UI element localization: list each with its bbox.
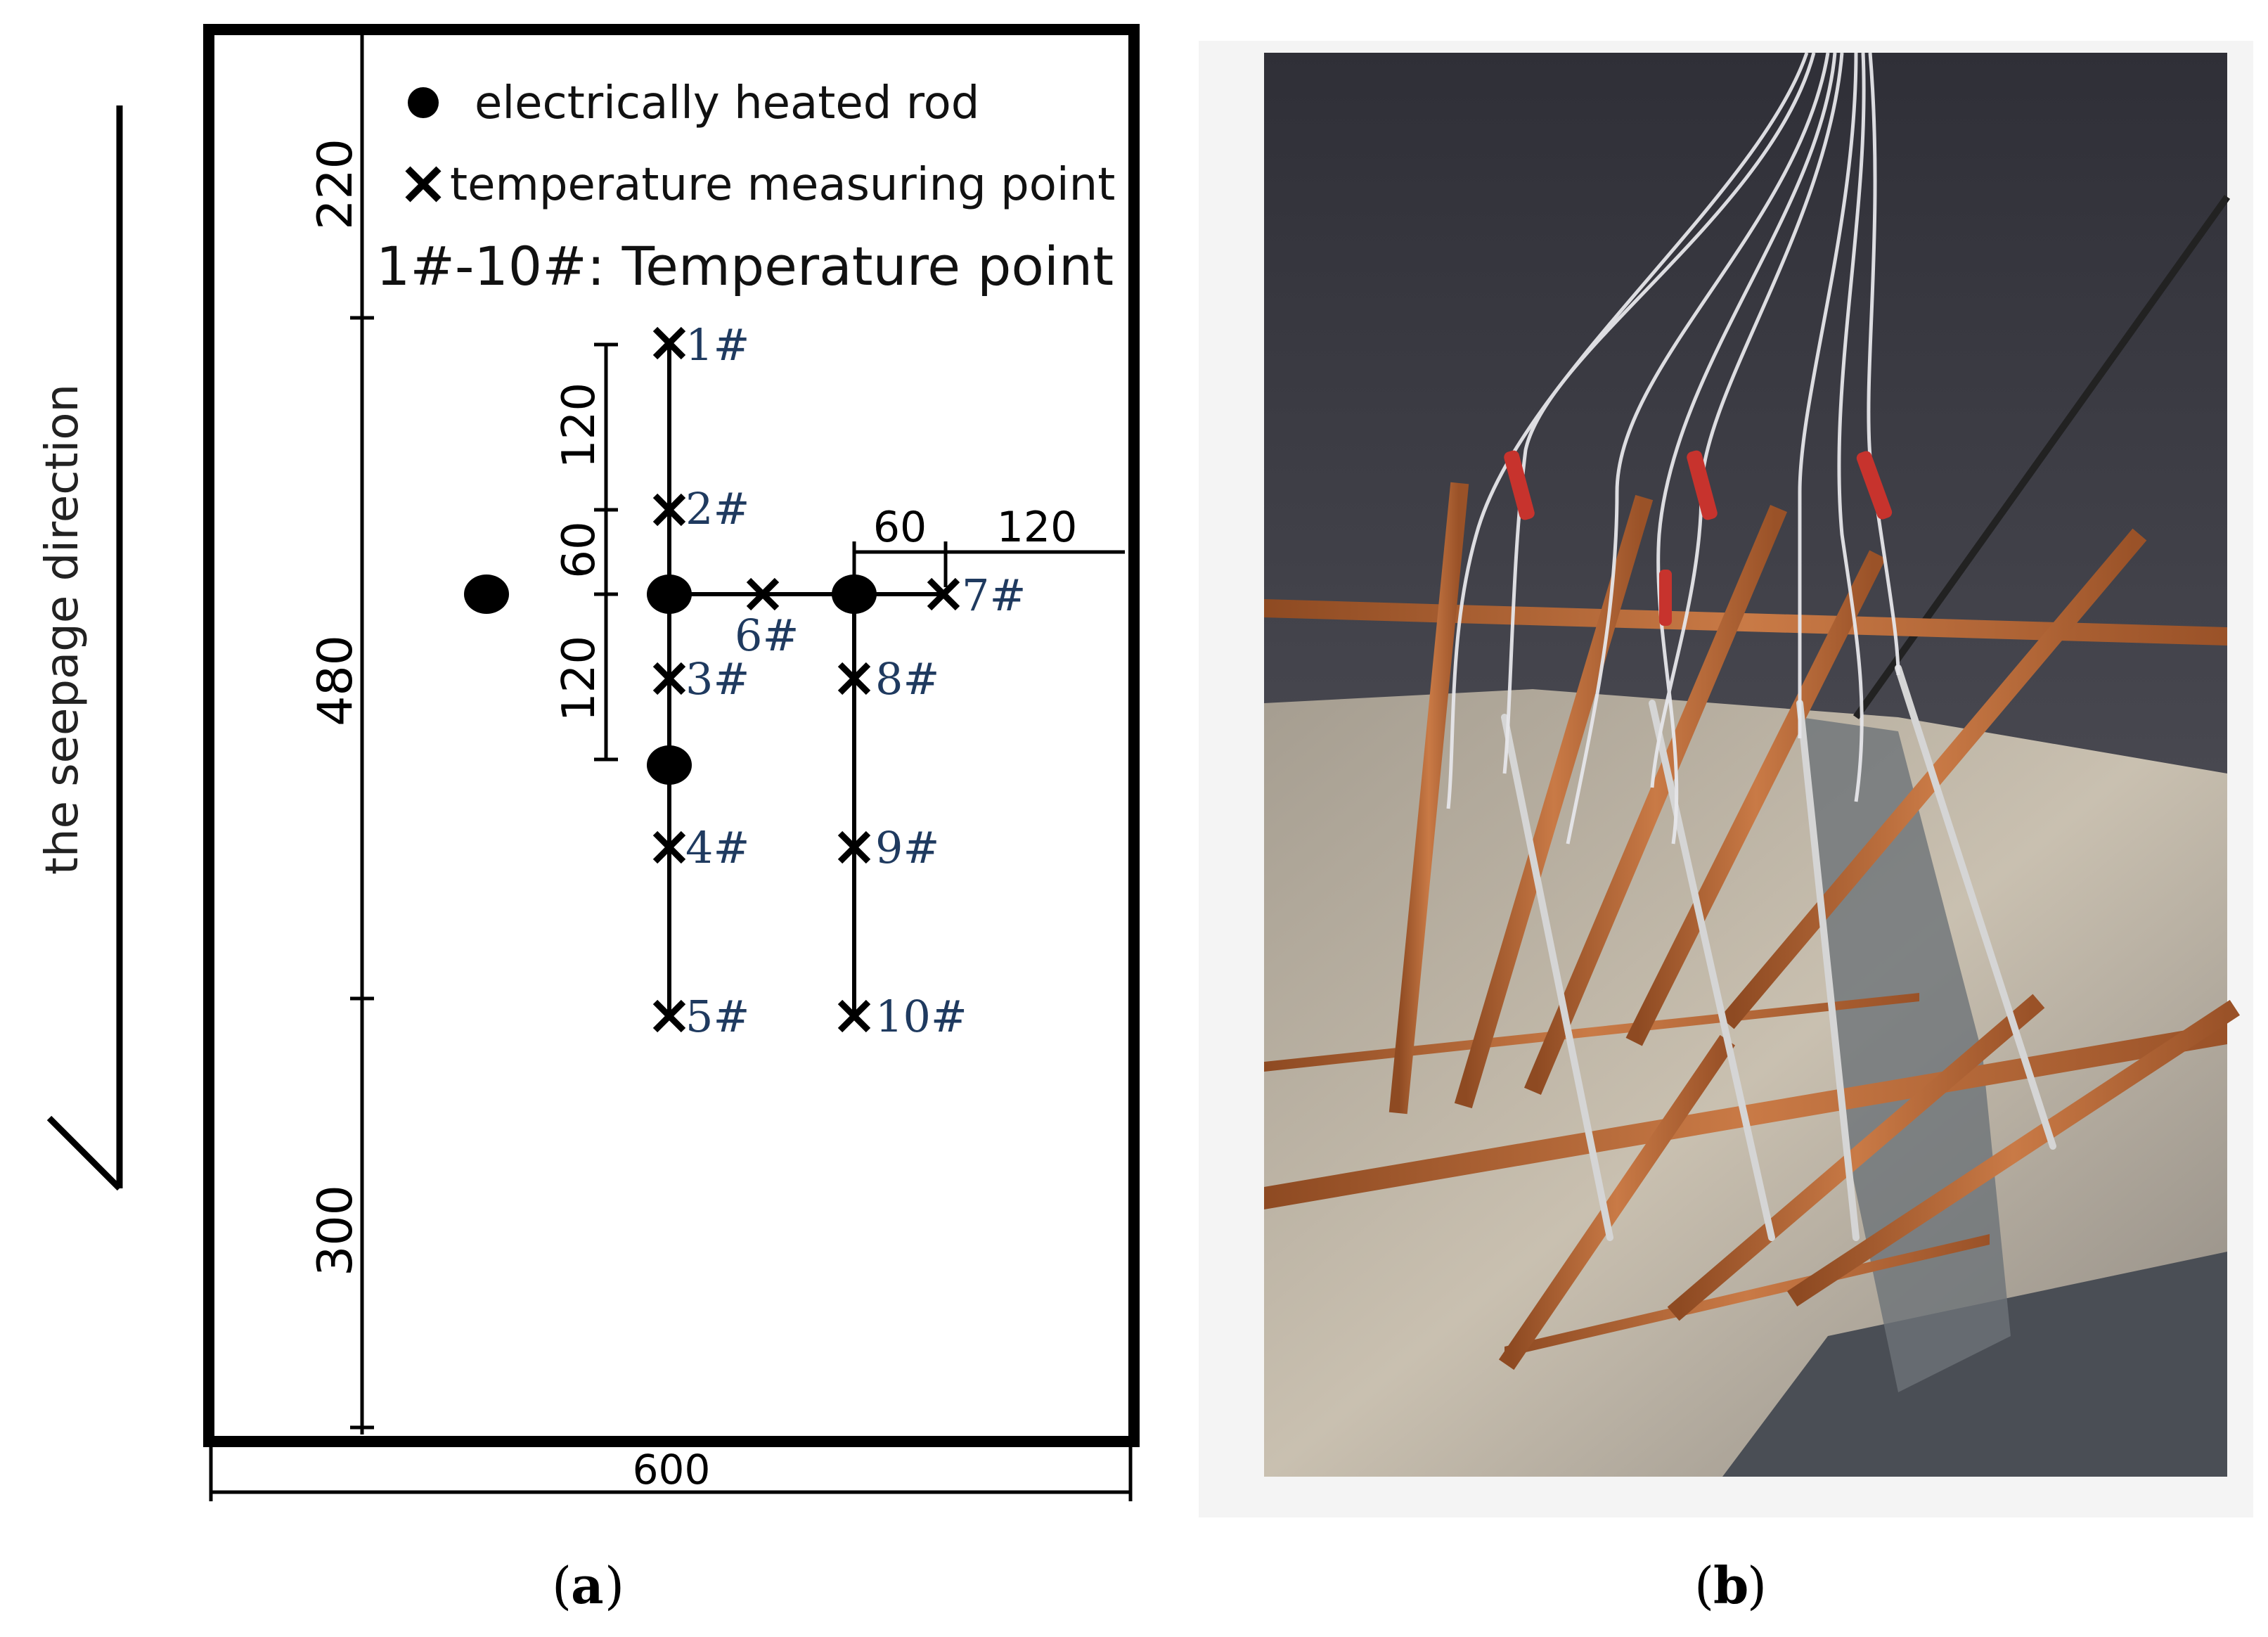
dim-inner-mid: 60 (553, 521, 605, 578)
point-label-10: 10# (875, 991, 967, 1042)
seepage-direction-label: the seepage direction (37, 384, 89, 875)
inner-dimension-line (594, 342, 618, 762)
point-marker-10 (837, 999, 871, 1033)
svg-text:(: ( (1694, 1556, 1714, 1615)
point-marker-8 (837, 662, 871, 695)
measuring-point-legend-icon (405, 166, 442, 203)
test-box-outline (203, 24, 1140, 1447)
heated-rod-legend-icon (408, 87, 439, 118)
heated-rod (647, 745, 692, 785)
point-marker-3 (652, 662, 686, 695)
svg-text:): ) (1747, 1556, 1767, 1615)
point-label-2: 2# (685, 483, 749, 534)
copper-rods (1388, 482, 2241, 1370)
point-marker-4 (652, 830, 686, 864)
point-label-1: 1# (685, 319, 749, 371)
legend-heated-rod-label: electrically heated rod (475, 77, 979, 129)
panel-a-diagram: the seepage direction 220 480 300 600 el… (37, 24, 1140, 1615)
panel-b-photo: ( b ) (1199, 41, 2253, 1615)
dim-left-bottom: 300 (308, 1185, 363, 1276)
point-marker-9 (837, 830, 871, 864)
steel-probes (1501, 665, 2056, 1241)
svg-text:(: ( (552, 1556, 572, 1615)
point-label-4: 4# (685, 822, 749, 873)
dim-right-60: 60 (873, 503, 927, 552)
dim-inner-low: 120 (553, 636, 605, 721)
caption-a-letter: a (571, 1555, 604, 1615)
point-marker-7 (927, 577, 960, 611)
point-label-3: 3# (685, 653, 749, 705)
photo-dark-floor-edge (1722, 1252, 2227, 1477)
red-wire-sleeves (1504, 450, 1893, 626)
legend: electrically heated rod temperature meas… (376, 77, 1115, 297)
point-label-5: 5# (685, 991, 749, 1042)
point-label-7: 7# (962, 570, 1026, 621)
point-label-8: 8# (875, 653, 939, 705)
point-marker-2 (652, 493, 686, 527)
heated-rod (464, 574, 509, 614)
dim-left-mid: 480 (308, 635, 363, 726)
legend-range-note: 1#-10#: Temperature point (376, 235, 1114, 297)
caption-a: ( a ) (552, 1555, 624, 1615)
svg-text:): ) (605, 1556, 624, 1615)
point-label-6: 6# (735, 610, 799, 661)
left-dimension-line (350, 35, 374, 1434)
dim-bottom-width: 600 (633, 1446, 711, 1494)
caption-b-letter: b (1713, 1555, 1748, 1615)
seepage-arrow (46, 105, 123, 1191)
point-labels: 1# 2# 3# 4# 5# 6# 7# 8# 9# 10# (685, 319, 1026, 1042)
heated-rod (832, 574, 877, 614)
point-marker-6 (746, 577, 780, 611)
dim-right-120: 120 (997, 503, 1078, 552)
dim-left-top: 220 (308, 139, 363, 230)
point-marker-5 (652, 999, 686, 1033)
point-label-9: 9# (875, 822, 939, 873)
bottom-dimension-line (209, 1442, 1133, 1501)
measuring-point-markers (652, 326, 960, 1033)
legend-measuring-point-label: temperature measuring point (450, 159, 1115, 211)
heated-rod (647, 574, 692, 614)
point-marker-1 (652, 326, 686, 360)
heated-rods (464, 574, 877, 785)
caption-b: ( b ) (1694, 1555, 1767, 1615)
dim-inner-top: 120 (553, 383, 605, 468)
